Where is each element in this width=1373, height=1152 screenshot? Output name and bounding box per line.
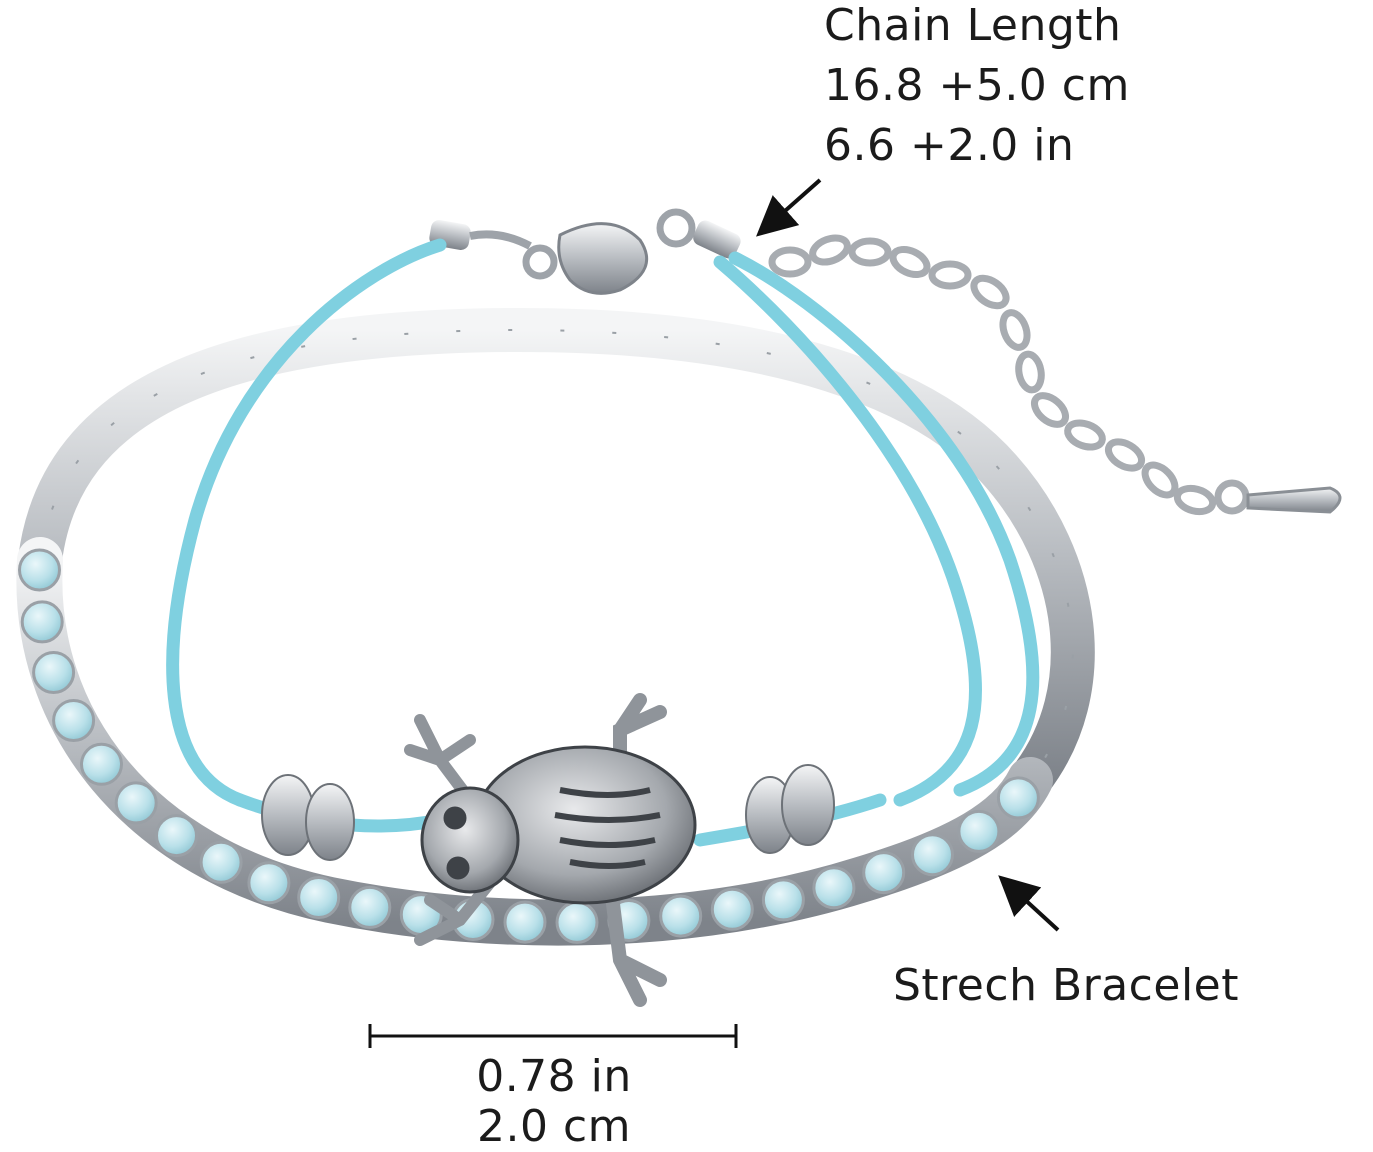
bracelet-arrow xyxy=(998,875,1060,932)
bead xyxy=(155,814,198,858)
bead xyxy=(52,699,96,742)
bead xyxy=(247,861,291,905)
spacer-beads xyxy=(261,764,835,861)
lobster-clasp xyxy=(429,208,741,295)
bead xyxy=(659,894,703,938)
bead xyxy=(503,900,547,944)
bead xyxy=(80,742,123,786)
bead xyxy=(18,548,61,592)
stretch-bracelet xyxy=(16,307,1095,946)
bead xyxy=(761,878,805,922)
bracelet-beads xyxy=(18,548,1040,944)
chain-length-label: Chain Length 16.8 +5.0 cm 6.6 +2.0 in xyxy=(824,0,1130,180)
bead xyxy=(32,651,76,694)
bead xyxy=(199,840,243,884)
stretch-bracelet-label: Strech Bracelet xyxy=(893,960,1239,1011)
width-dimension-line xyxy=(368,1024,738,1048)
bead xyxy=(957,809,1001,853)
bead xyxy=(911,833,954,877)
charm-width-label: 0.78 in 2.0 cm xyxy=(474,1052,634,1152)
annotation-arrows xyxy=(368,178,1060,1048)
bead xyxy=(114,781,158,825)
bead xyxy=(862,851,906,895)
chain-arrow xyxy=(756,178,822,237)
frog-charm xyxy=(404,693,697,1007)
chain-length-title: Chain Length xyxy=(824,0,1122,51)
extension-chain xyxy=(768,234,1342,516)
bead xyxy=(348,885,392,929)
bead xyxy=(996,776,1040,820)
chain-length-inch: 6.6 +2.0 in xyxy=(824,120,1075,171)
bead xyxy=(710,887,754,931)
bead xyxy=(812,866,856,910)
charm-width-cm: 2.0 cm xyxy=(476,1101,631,1152)
charm-width-inch: 0.78 in xyxy=(476,1051,632,1102)
bead xyxy=(20,600,64,644)
bead xyxy=(297,876,341,919)
chain-length-cm: 16.8 +5.0 cm xyxy=(824,60,1130,111)
bead xyxy=(555,900,599,944)
